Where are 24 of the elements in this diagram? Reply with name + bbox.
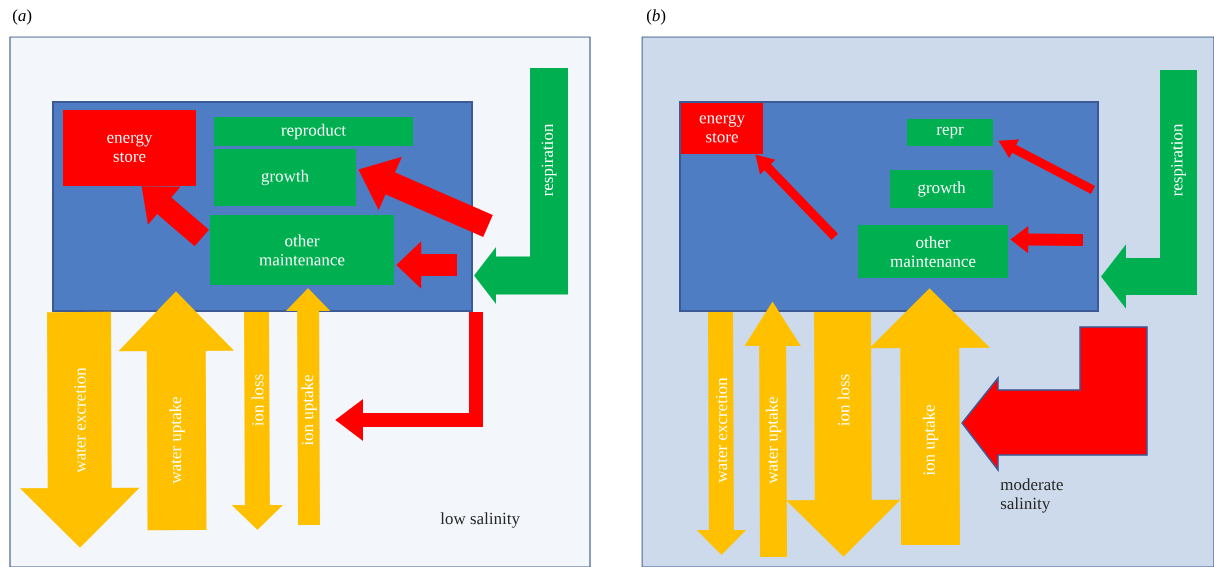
edge-label: ion uptake: [301, 374, 317, 446]
compartment-box: energy store: [681, 103, 763, 154]
edge-label: water excretion: [74, 367, 86, 473]
condition-label: moderate salinity: [1000, 478, 1063, 513]
node-label: (b): [646, 9, 666, 25]
compartment-box: growth: [214, 149, 356, 206]
edge-label: ion loss: [837, 374, 850, 426]
compartment-box: other maintenance: [858, 225, 1008, 278]
edge-label: water excretion: [715, 377, 728, 483]
edge-label: respiration: [541, 123, 557, 196]
arrow: [474, 68, 568, 305]
compartment-box: growth: [890, 170, 993, 208]
node-label: (a): [12, 9, 32, 25]
compartment-box: energy store: [63, 110, 196, 186]
edge-label: respiration: [1171, 123, 1186, 196]
compartment-box: other maintenance: [210, 215, 394, 285]
compartment-box: reproduct: [214, 117, 413, 146]
edge-label: water uptake: [765, 396, 782, 484]
compartment-box: repr: [907, 119, 993, 146]
arrow: [1101, 70, 1197, 309]
edge-label: water uptake: [169, 396, 185, 484]
edge-label: ion uptake: [922, 404, 939, 476]
condition-label: low salinity: [440, 512, 520, 528]
edge-label: ion loss: [251, 374, 264, 426]
